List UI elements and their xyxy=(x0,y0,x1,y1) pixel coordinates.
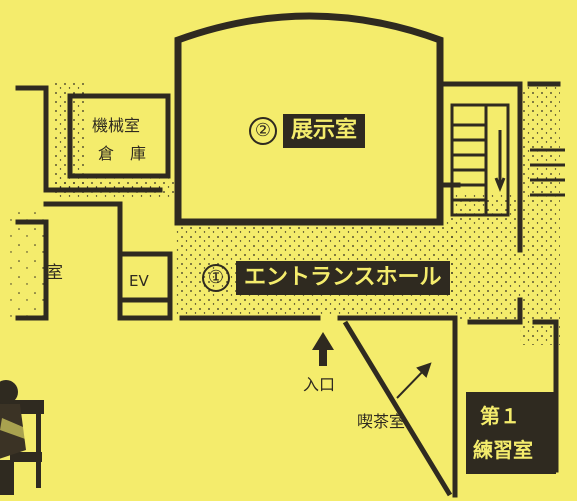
entrance-hall-number: ① xyxy=(202,264,230,292)
machine-room-label: 機械室 xyxy=(92,116,141,135)
entrance-label: 入口 xyxy=(303,375,336,394)
exhibition-title: 展示室 xyxy=(283,114,366,148)
stairs xyxy=(450,103,565,217)
practice-room xyxy=(466,392,556,474)
entrance-arrow-icon xyxy=(312,332,334,366)
storage-label: 倉 庫 xyxy=(98,144,147,163)
diagonal-corridor xyxy=(342,320,453,497)
entrance-hall-label: ① xyxy=(202,264,230,292)
elevator-label: EV xyxy=(129,272,149,290)
entrance-hall-title: エントランスホール xyxy=(236,261,450,295)
exhibition-room-label: ② xyxy=(249,117,277,145)
room-left-label: 室 xyxy=(46,263,63,283)
exhibition-number: ② xyxy=(249,117,277,145)
cafe-label: 喫茶室 xyxy=(357,412,406,431)
person-on-bench-icon xyxy=(0,380,44,495)
cafe-arrow-icon xyxy=(396,362,432,399)
exhibition-room-outline xyxy=(174,12,444,226)
practice-room-line2: 練習室 xyxy=(473,438,533,462)
practice-room-line1: 第１ xyxy=(480,404,520,428)
